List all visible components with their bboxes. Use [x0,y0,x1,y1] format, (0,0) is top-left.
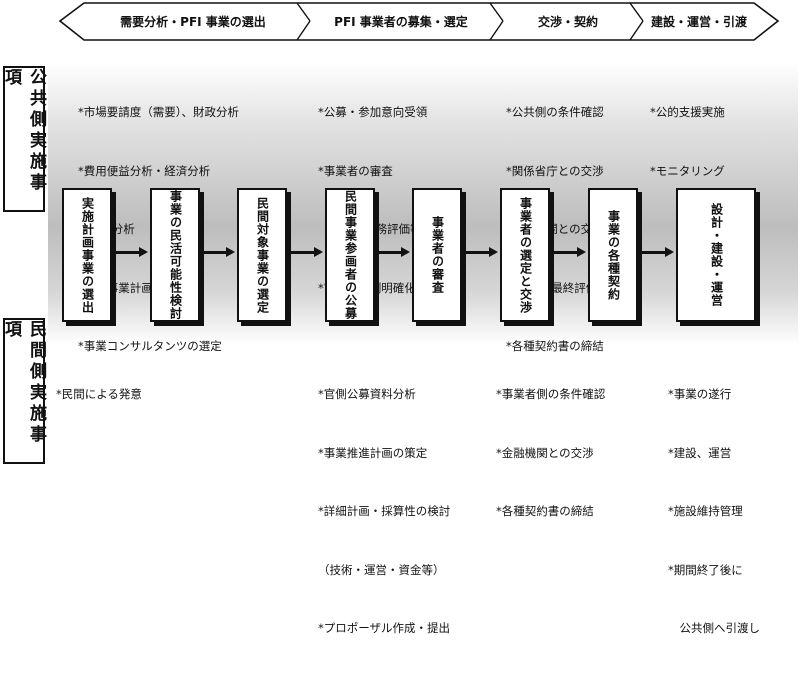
list-item: 公共側へ引渡し [668,621,760,635]
list-item: *民間による発意 [56,387,142,401]
phase-divider [296,20,311,41]
flow-arrow-head [226,247,235,257]
list-item: *各種契約書の締結 [506,339,604,353]
step-box-5: 事業者の審査 [412,188,462,322]
step-box-7: 事業の各種契約 [588,188,638,322]
step-label: 実施計画事業の選出 [80,196,95,314]
list-item: *事業の遂行 [668,387,732,401]
list-item: *事業推進計画の策定 [318,445,428,460]
list-item: *金融機関との交渉 [496,445,594,460]
flow-arrow-head [139,247,148,257]
public-side-title-box: 公共側実施事項 [1,66,46,212]
list-item: *事業者側の条件確認 [496,387,606,401]
flow-arrow [112,251,140,254]
private-items-recruitment: *官側公募資料分析 *事業推進計画の策定 *詳細計画・採算性の検討 （技術・運営… [318,346,450,678]
step-label: 民間事業参画者の公募 [343,190,358,320]
phase-label-operation: 建設・運営・引渡 [650,14,747,29]
list-item: *詳細計画・採算性の検討 [318,504,451,518]
list-item: *プロポーザル作成・提出 [318,621,451,635]
flow-arrow [462,251,490,254]
step-box-3: 民間対象事業の選定 [237,188,287,322]
list-item: *建設、運営 [668,445,732,460]
step-label: 事業の各種契約 [606,209,621,301]
phase-divider [489,2,504,22]
step-box-2: 事業の民活可能性検討 [150,188,200,322]
list-item: *費用便益分析・経済分析 [78,163,211,178]
public-side-title: 公共側実施事項 [1,68,46,194]
phase-banner [58,2,780,41]
flow-arrow-head [314,247,323,257]
list-item: *関係省庁との交渉 [506,163,604,178]
phase-divider [296,2,311,22]
phase-label-recruitment: PFI 事業者の募集・選定 [334,14,468,29]
step-box-8: 設計・建設・運営 [676,188,756,322]
phase-label-selection: 需要分析・PFI 事業の選出 [120,14,266,29]
list-item: *事業者の審査 [318,163,393,178]
flow-arrow-head [489,247,498,257]
flow-arrow-head [401,247,410,257]
list-item: *公的支援実施 [650,105,725,119]
list-item: （技術・運営・資金等） [318,562,445,577]
flow-arrow [375,251,402,254]
flow-arrow [550,251,578,254]
phase-divider [489,20,504,41]
step-label: 事業者の審査 [430,216,445,294]
list-item: *官側公募資料分析 [318,387,416,401]
flow-arrow-head [665,247,674,257]
private-items-negotiation: *事業者側の条件確認 *金融機関との交渉 *各種契約書の締結 [496,346,605,561]
step-label: 事業者の選定と交渉 [518,196,533,314]
step-box-1: 実施計画事業の選出 [62,188,112,322]
step-label: 民間対象事業の選定 [255,196,270,314]
list-item: *各種契約書の締結 [496,504,594,518]
step-box-4: 民間事業参画者の公募 [325,188,375,322]
list-item: *モニタリング [650,163,725,178]
flow-arrow [287,251,315,254]
flow-arrow [200,251,227,254]
flow-arrow-head [577,247,586,257]
list-item: *事業コンサルタンツの選定 [78,339,222,353]
list-item: *市場要請度（需要）、財政分析 [78,105,239,119]
private-side-title: 民間側実施事項 [1,320,46,446]
phase-divider [629,2,644,22]
private-side-title-box: 民間側実施事項 [1,318,46,464]
list-item: *公募・参加意向受領 [318,105,428,119]
step-box-6: 事業者の選定と交渉 [500,188,550,322]
flow-arrow [638,251,666,254]
step-label: 設計・建設・運営 [709,203,724,307]
phase-label-negotiation: 交渉・契約 [537,14,598,29]
list-item: *施設維持管理 [668,504,743,518]
phase-banner-arrow [58,2,780,41]
private-items-operation: *事業の遂行 *建設、運営 *施設維持管理 *期間終了後に 公共側へ引渡し [668,346,760,678]
step-label: 事業の民活可能性検討 [168,190,183,320]
private-items-selection: *民間による発意 [56,346,142,444]
list-item: *公共側の条件確認 [506,105,604,119]
public-items-operation: *公的支援実施 *モニタリング [650,64,725,220]
phase-divider [629,20,644,41]
list-item: *期間終了後に [668,562,743,577]
pfi-process-diagram: 需要分析・PFI 事業の選出 PFI 事業者の募集・選定 交渉・契約 建設・運営… [1,2,798,635]
